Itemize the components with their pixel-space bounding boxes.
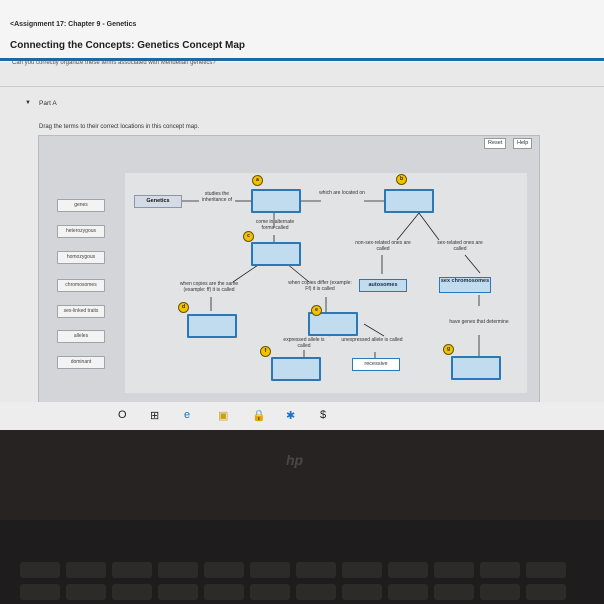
keyboard-key	[388, 584, 428, 600]
header-bar	[0, 0, 604, 62]
sex-chromosomes-label: sex chromosomes	[439, 277, 491, 293]
keyboard-key	[480, 562, 520, 578]
keyboard-key	[20, 584, 60, 600]
keyboard-key	[204, 562, 244, 578]
header-divider	[0, 58, 604, 61]
term-chip-dominant[interactable]: dominant	[57, 356, 105, 369]
term-chip-genes[interactable]: genes	[57, 199, 105, 212]
keyboard-key	[434, 562, 474, 578]
have-genes-text: have genes that determine	[449, 319, 509, 325]
keyboard-key	[480, 584, 520, 600]
keyboard-key	[66, 562, 106, 578]
term-chip-homozygous[interactable]: homozygous	[57, 251, 105, 264]
hp-logo: hp	[286, 452, 304, 468]
file-explorer-icon[interactable]: ▣	[218, 410, 229, 422]
alternate-forms-text: come in alternate forms called	[255, 219, 295, 231]
recessive-label: recessive	[352, 358, 400, 371]
store-icon[interactable]: 🔒	[252, 410, 266, 422]
unexpressed-allele-text: unexpressed allele is called	[341, 337, 403, 343]
term-chip-alleles[interactable]: alleles	[57, 330, 105, 343]
copies-same-text: when copies are the same (example: ff) i…	[179, 281, 239, 293]
studies-inheritance-text: studies the inheritance of	[201, 191, 233, 203]
marker-e-icon: e	[311, 305, 322, 316]
keyboard-key	[296, 584, 336, 600]
help-button[interactable]: Help	[513, 138, 533, 149]
part-a-heading[interactable]: Part A	[39, 100, 57, 107]
dropzone-b[interactable]	[384, 189, 434, 213]
instructions-text: Drag the terms to their correct location…	[39, 124, 200, 130]
keyboard-key	[526, 584, 566, 600]
expressed-allele-text: expressed allele is called	[283, 337, 325, 349]
autosomes-label: autosomes	[359, 279, 407, 292]
marker-a-icon: a	[252, 175, 263, 186]
keyboard-key	[250, 562, 290, 578]
keyboard-key	[342, 584, 382, 600]
keyboard-key	[526, 562, 566, 578]
dropzone-a[interactable]	[251, 189, 301, 213]
task-view-icon[interactable]: ⊞	[150, 410, 160, 422]
keyboard-key	[112, 562, 152, 578]
term-chip-heterozygous[interactable]: heterozygous	[57, 225, 105, 238]
non-sex-related-text: non-sex-related ones are called	[355, 240, 411, 252]
reset-button[interactable]: Reset	[484, 138, 507, 149]
located-on-text: which are located on	[319, 190, 365, 196]
app-icon[interactable]: $	[320, 409, 327, 421]
collapse-part-caret-icon[interactable]: ▼	[25, 100, 31, 106]
keyboard-key	[296, 562, 336, 578]
keyboard-key	[342, 562, 382, 578]
back-to-assignment-link[interactable]: <Assignment 17: Chapter 9 - Genetics	[10, 21, 137, 28]
dropzone-e[interactable]	[308, 312, 358, 336]
browser-screen: <Assignment 17: Chapter 9 - Genetics Con…	[0, 0, 604, 430]
keyboard-key	[250, 584, 290, 600]
dropzone-d[interactable]	[187, 314, 237, 338]
keyboard-key	[66, 584, 106, 600]
keyboard-key	[158, 584, 198, 600]
page-title: Connecting the Concepts: Genetics Concep…	[10, 40, 246, 51]
keyboard-key	[112, 584, 152, 600]
marker-g-icon: g	[443, 344, 454, 355]
keyboard-key	[20, 562, 60, 578]
term-chip-chromosomes[interactable]: chromosomes	[57, 279, 105, 292]
dropbox-icon[interactable]: ✱	[286, 410, 296, 422]
dropzone-c[interactable]	[251, 242, 301, 266]
search-icon[interactable]: O	[118, 409, 127, 421]
laptop-keyboard	[0, 520, 604, 604]
edge-browser-icon[interactable]: e	[184, 409, 191, 421]
windows-taskbar	[0, 402, 604, 430]
marker-b-icon: b	[396, 174, 407, 185]
genetics-root-label: Genetics	[134, 195, 182, 208]
dropzone-f[interactable]	[271, 357, 321, 381]
concept-map-workspace: Reset Help genes heterozygous homozygous…	[38, 135, 540, 403]
sex-related-text: sex-related ones are called	[437, 240, 483, 252]
term-chip-sex-linked-traits[interactable]: sex-linked traits	[57, 305, 105, 318]
marker-c-icon: c	[243, 231, 254, 242]
keyboard-key	[158, 562, 198, 578]
keyboard-key	[434, 584, 474, 600]
dropzone-g[interactable]	[451, 356, 501, 380]
section-divider	[0, 86, 604, 87]
keyboard-key	[388, 562, 428, 578]
marker-f-icon: f	[260, 346, 271, 357]
keyboard-key	[204, 584, 244, 600]
marker-d-icon: d	[178, 302, 189, 313]
question-text: Can you correctly organize these terms a…	[12, 60, 216, 66]
copies-differ-text: when copies differ (example: Ff) it is c…	[288, 280, 352, 292]
